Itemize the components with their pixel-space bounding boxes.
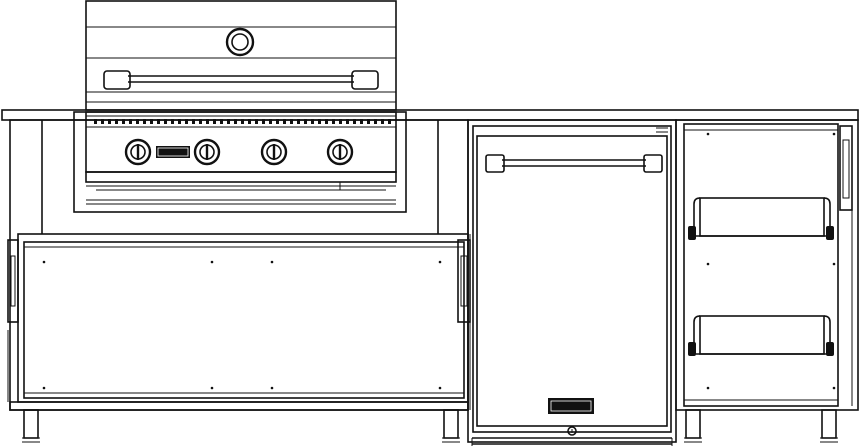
fastener-dot	[42, 260, 46, 264]
vent-slot	[101, 119, 104, 124]
vent-slot	[143, 119, 146, 124]
vent-slot	[269, 119, 272, 124]
grill-island-cabinet	[9, 111, 469, 411]
leveling-foot-left-2	[442, 409, 460, 443]
storage-shelf-lower	[688, 315, 834, 356]
grill-brand-badge	[156, 146, 190, 158]
fastener-dot	[832, 262, 836, 266]
fastener-dot	[706, 132, 710, 136]
vent-slot	[255, 119, 258, 124]
vent-slot	[206, 119, 209, 124]
storage-shelf-upper	[688, 197, 834, 240]
vent-slot	[290, 119, 293, 124]
vent-slot	[241, 119, 244, 124]
leveling-foot-right-1	[684, 409, 702, 443]
fastener-dot	[438, 386, 442, 390]
vent-slot	[178, 119, 181, 124]
storage-cabinet	[675, 119, 859, 411]
vent-slot	[94, 119, 97, 124]
vent-slot	[129, 119, 132, 124]
vent-slot	[353, 119, 356, 124]
vent-slot	[311, 119, 314, 124]
vent-slot	[360, 119, 363, 124]
refrigerator-door-handle[interactable]	[485, 154, 663, 173]
fastener-dot	[438, 260, 442, 264]
burner-knob-1[interactable]	[124, 138, 152, 166]
vent-slot	[199, 119, 202, 124]
burner-knob-2[interactable]	[193, 138, 221, 166]
burner-knob-3[interactable]	[260, 138, 288, 166]
vent-slot	[276, 119, 279, 124]
grill-island-door[interactable]	[17, 233, 469, 403]
leveling-foot-left-1	[22, 409, 40, 443]
left-door-handle[interactable]	[457, 234, 471, 410]
vent-slot	[325, 119, 328, 124]
vent-slot	[297, 119, 300, 124]
grill-hood	[85, 0, 397, 111]
storage-cabinet-door-handle[interactable]	[839, 125, 853, 406]
fastener-dot	[832, 132, 836, 136]
vent-slot	[227, 119, 230, 124]
vent-slot	[283, 119, 286, 124]
vent-slot	[150, 119, 153, 124]
refrigerator-brand-badge	[548, 398, 594, 414]
fastener-dot	[270, 260, 274, 264]
vent-slot	[346, 119, 349, 124]
hood-handle[interactable]	[103, 70, 379, 90]
fastener-dot	[210, 386, 214, 390]
burner-knob-4[interactable]	[326, 138, 354, 166]
vent-slot	[213, 119, 216, 124]
vent-slot	[318, 119, 321, 124]
vent-slot	[164, 119, 167, 124]
vent-slot	[192, 119, 195, 124]
fastener-dot	[42, 386, 46, 390]
vent-slot	[332, 119, 335, 124]
vent-slot	[248, 119, 251, 124]
left-base-frame	[9, 401, 469, 411]
vent-slot	[234, 119, 237, 124]
vent-slot	[185, 119, 188, 124]
vent-slot	[374, 119, 377, 124]
vent-slot	[367, 119, 370, 124]
left-door-hinge-left	[7, 239, 19, 402]
vent-slot	[304, 119, 307, 124]
fastener-dot	[210, 260, 214, 264]
vent-slot	[220, 119, 223, 124]
leveling-foot-right-2	[820, 409, 838, 443]
vent-slot	[262, 119, 265, 124]
vent-slot	[171, 119, 174, 124]
vent-slot	[339, 119, 342, 124]
vent-slot	[388, 119, 391, 124]
refrigerator-lock-icon[interactable]	[567, 426, 577, 436]
fastener-dot	[706, 262, 710, 266]
vent-slot	[108, 119, 111, 124]
vent-slot	[122, 119, 125, 124]
vent-slot	[115, 119, 118, 124]
fastener-dot	[270, 386, 274, 390]
fastener-dot	[832, 386, 836, 390]
vent-slot	[136, 119, 139, 124]
vent-slot	[381, 119, 384, 124]
grill-drip-tray[interactable]	[85, 171, 397, 205]
hood-thermometer-icon	[225, 27, 255, 57]
fastener-dot	[706, 386, 710, 390]
vent-slot	[157, 119, 160, 124]
grill-control-panel	[85, 111, 397, 173]
